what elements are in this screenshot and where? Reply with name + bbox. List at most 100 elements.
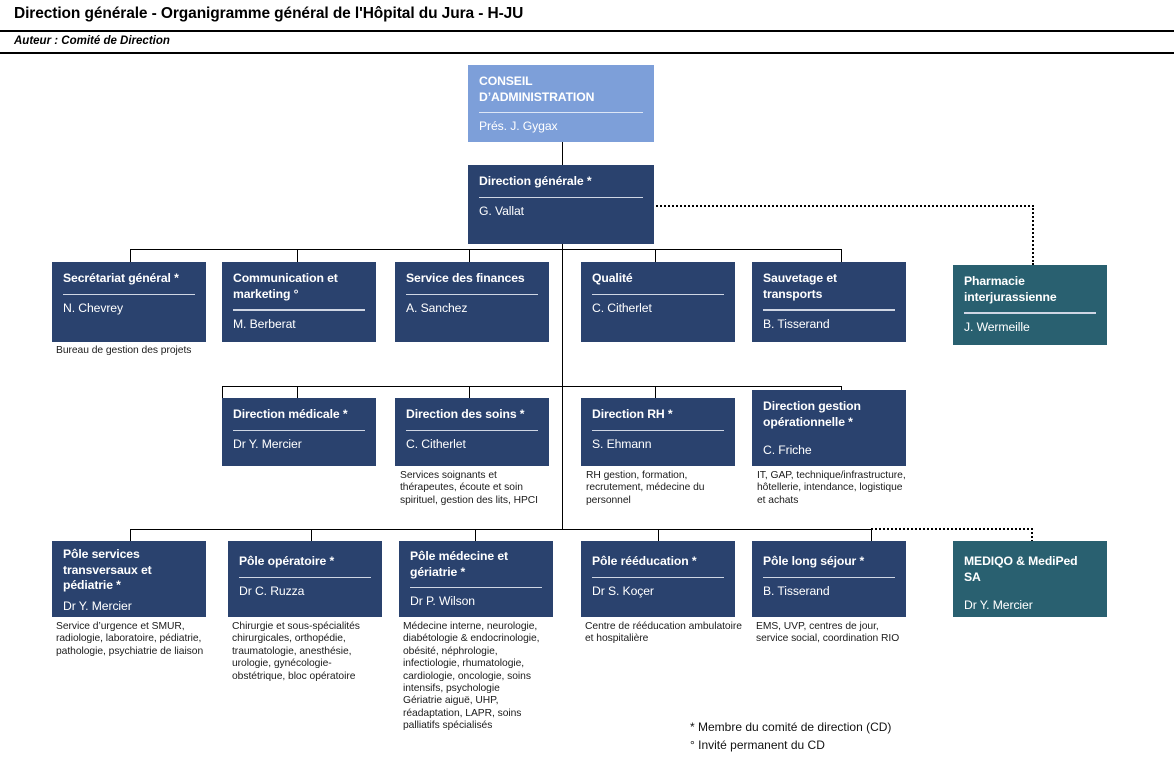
dirrh-subtext: RH gestion, formation, recrutement, méde… [586,470,705,506]
polemedecine-box[interactable]: Pôle médecine et gériatrie * Dr P. Wilso… [399,541,553,617]
poleopera-person: Dr C. Ruzza [239,584,305,598]
poletrans-box[interactable]: Pôle services transversaux et pédiatrie … [52,541,206,617]
dirgestion-title: Direction gestion opérationnelle * [763,399,861,429]
node-sauvetage-transports[interactable]: Sauvetage et transports B. Tisserand [752,262,906,342]
poleopera-divider [239,576,371,578]
node-mediqo-mediped[interactable]: MEDIQO & MediPed SA Dr Y. Mercier [953,541,1107,617]
dirsoins-person: C. Citherlet [406,437,466,451]
conseil-box[interactable]: CONSEIL D’ADMINISTRATION Prés. J. Gygax [468,65,654,142]
connector-dotted-mediqo-h [871,528,1033,530]
connector-drop-polemedecine [475,529,477,541]
conseil-person: Prés. J. Gygax [479,119,558,133]
poleopera-title: Pôle opératoire * [239,554,335,568]
poleopera-subtext: Chirurgie et sous-spécialités chirurgica… [232,621,360,682]
node-communication-marketing[interactable]: Communication et marketing ° M. Berberat [222,262,376,342]
dirmedicale-box[interactable]: Direction médicale * Dr Y. Mercier [222,398,376,466]
connector-drop-finances [469,249,471,262]
dirsoins-subtext: Services soignants et thérapeutes, écout… [400,470,538,506]
page-title: Direction générale - Organigramme généra… [14,5,524,22]
secretariat-subtext: Bureau de gestion des projets [56,345,192,356]
poletrans-person: Dr Y. Mercier [63,598,132,613]
node-qualite[interactable]: Qualité C. Citherlet [581,262,735,342]
node-service-des-finances[interactable]: Service des finances A. Sanchez [395,262,549,342]
polemedecine-subtext: Médecine interne, neurologie, diabétolog… [403,621,540,732]
node-direction-medicale[interactable]: Direction médicale * Dr Y. Mercier [222,398,376,466]
poleredu-divider [592,576,724,578]
pharmacie-box[interactable]: Pharmacie interjurassienne J. Wermeille [953,265,1107,345]
connector-dotted-mediqo-v [1031,528,1033,542]
direction-title: Direction générale * [479,174,592,188]
direction-person: G. Vallat [479,204,524,218]
poleredu-subtext: Centre de rééducation ambulatoire et hos… [585,621,742,645]
legend-line-1: * Membre du comité de direction (CD) [690,720,892,734]
communication-person: M. Berberat [233,316,296,331]
dirrh-person: S. Ehmann [592,437,652,451]
connector-drop-poleredu [658,529,660,541]
polelong-divider [763,576,895,578]
connector-drop-dirsoins [469,386,471,399]
connector-conseil-direction [562,142,564,165]
qualite-person: C. Citherlet [592,301,652,315]
dirrh-title: Direction RH * [592,407,673,421]
dirgestion-box[interactable]: Direction gestion opérationnelle * C. Fr… [752,390,906,466]
connector-dotted-pharmacie-h [652,205,1034,207]
connector-drop-secretariat [130,249,132,262]
node-direction-rh[interactable]: Direction RH * S. Ehmann [581,398,735,466]
pharmacie-person: J. Wermeille [964,319,1030,334]
polemedecine-person: Dr P. Wilson [410,594,475,608]
qualite-title: Qualité [592,271,633,285]
node-direction-gestion-operationnelle[interactable]: Direction gestion opérationnelle * C. Fr… [752,390,906,466]
dirmedicale-divider [233,429,365,431]
poleopera-box[interactable]: Pôle opératoire * Dr C. Ruzza [228,541,382,617]
node-pole-services-transversaux[interactable]: Pôle services transversaux et pédiatrie … [52,541,206,617]
polemedecine-title: Pôle médecine et gériatrie * [410,549,508,579]
secretariat-person: N. Chevrey [63,301,123,315]
secretariat-box[interactable]: Secrétariat général * N. Chevrey [52,262,206,342]
node-secretariat-general[interactable]: Secrétariat général * N. Chevrey [52,262,206,342]
dirsoins-title: Direction des soins * [406,407,525,421]
connector-drop-poleopera [311,529,313,541]
author-label: Auteur : Comité de Direction [14,35,170,47]
connector-drop-polelong [871,529,873,541]
connector-row2-bus [130,249,842,251]
sauvetage-divider [763,309,895,311]
conseil-title: CONSEIL D’ADMINISTRATION [479,74,595,104]
qualite-box[interactable]: Qualité C. Citherlet [581,262,735,342]
node-pole-reeducation[interactable]: Pôle rééducation * Dr S. Koçer [581,541,735,617]
qualite-divider [592,293,724,295]
poletrans-title: Pôle services transversaux et pédiatrie … [63,547,152,592]
connector-drop-dirrh [655,386,657,399]
polemedecine-divider [410,587,542,588]
polelong-subtext: EMS, UVP, centres de jour, service socia… [756,621,900,645]
dirrh-divider [592,429,724,431]
node-pole-medecine-geriatrie[interactable]: Pôle médecine et gériatrie * Dr P. Wilso… [399,541,553,617]
connector-dotted-pharmacie-v [1032,205,1034,265]
dirsoins-box[interactable]: Direction des soins * C. Citherlet [395,398,549,466]
secretariat-title: Secrétariat général * [63,271,179,285]
sauvetage-box[interactable]: Sauvetage et transports B. Tisserand [752,262,906,342]
polelong-box[interactable]: Pôle long séjour * B. Tisserand [752,541,906,617]
node-direction-des-soins[interactable]: Direction des soins * C. Citherlet [395,398,549,466]
finances-box[interactable]: Service des finances A. Sanchez [395,262,549,342]
connector-drop-qualite [655,249,657,262]
header-divider [0,30,1174,32]
dirrh-box[interactable]: Direction RH * S. Ehmann [581,398,735,466]
legend-line-2: ° Invité permanent du CD [690,738,825,752]
finances-divider [406,293,538,295]
dirmedicale-person: Dr Y. Mercier [233,437,302,451]
pharmacie-divider [964,312,1096,314]
polelong-title: Pôle long séjour * [763,554,865,568]
node-pole-operatoire[interactable]: Pôle opératoire * Dr C. Ruzza [228,541,382,617]
node-direction-generale[interactable]: Direction générale * G. Vallat [468,165,654,244]
node-pole-long-sejour[interactable]: Pôle long séjour * B. Tisserand [752,541,906,617]
node-conseil-administration[interactable]: CONSEIL D’ADMINISTRATION Prés. J. Gygax [468,65,654,142]
poleredu-title: Pôle rééducation * [592,554,697,568]
mediqo-box[interactable]: MEDIQO & MediPed SA Dr Y. Mercier [953,541,1107,617]
poleredu-box[interactable]: Pôle rééducation * Dr S. Koçer [581,541,735,617]
sauvetage-person: B. Tisserand [763,316,830,331]
connector-drop-communication [297,249,299,262]
direction-box[interactable]: Direction générale * G. Vallat [468,165,654,244]
node-pharmacie-interjurassienne[interactable]: Pharmacie interjurassienne J. Wermeille [953,265,1107,345]
communication-box[interactable]: Communication et marketing ° M. Berberat [222,262,376,342]
